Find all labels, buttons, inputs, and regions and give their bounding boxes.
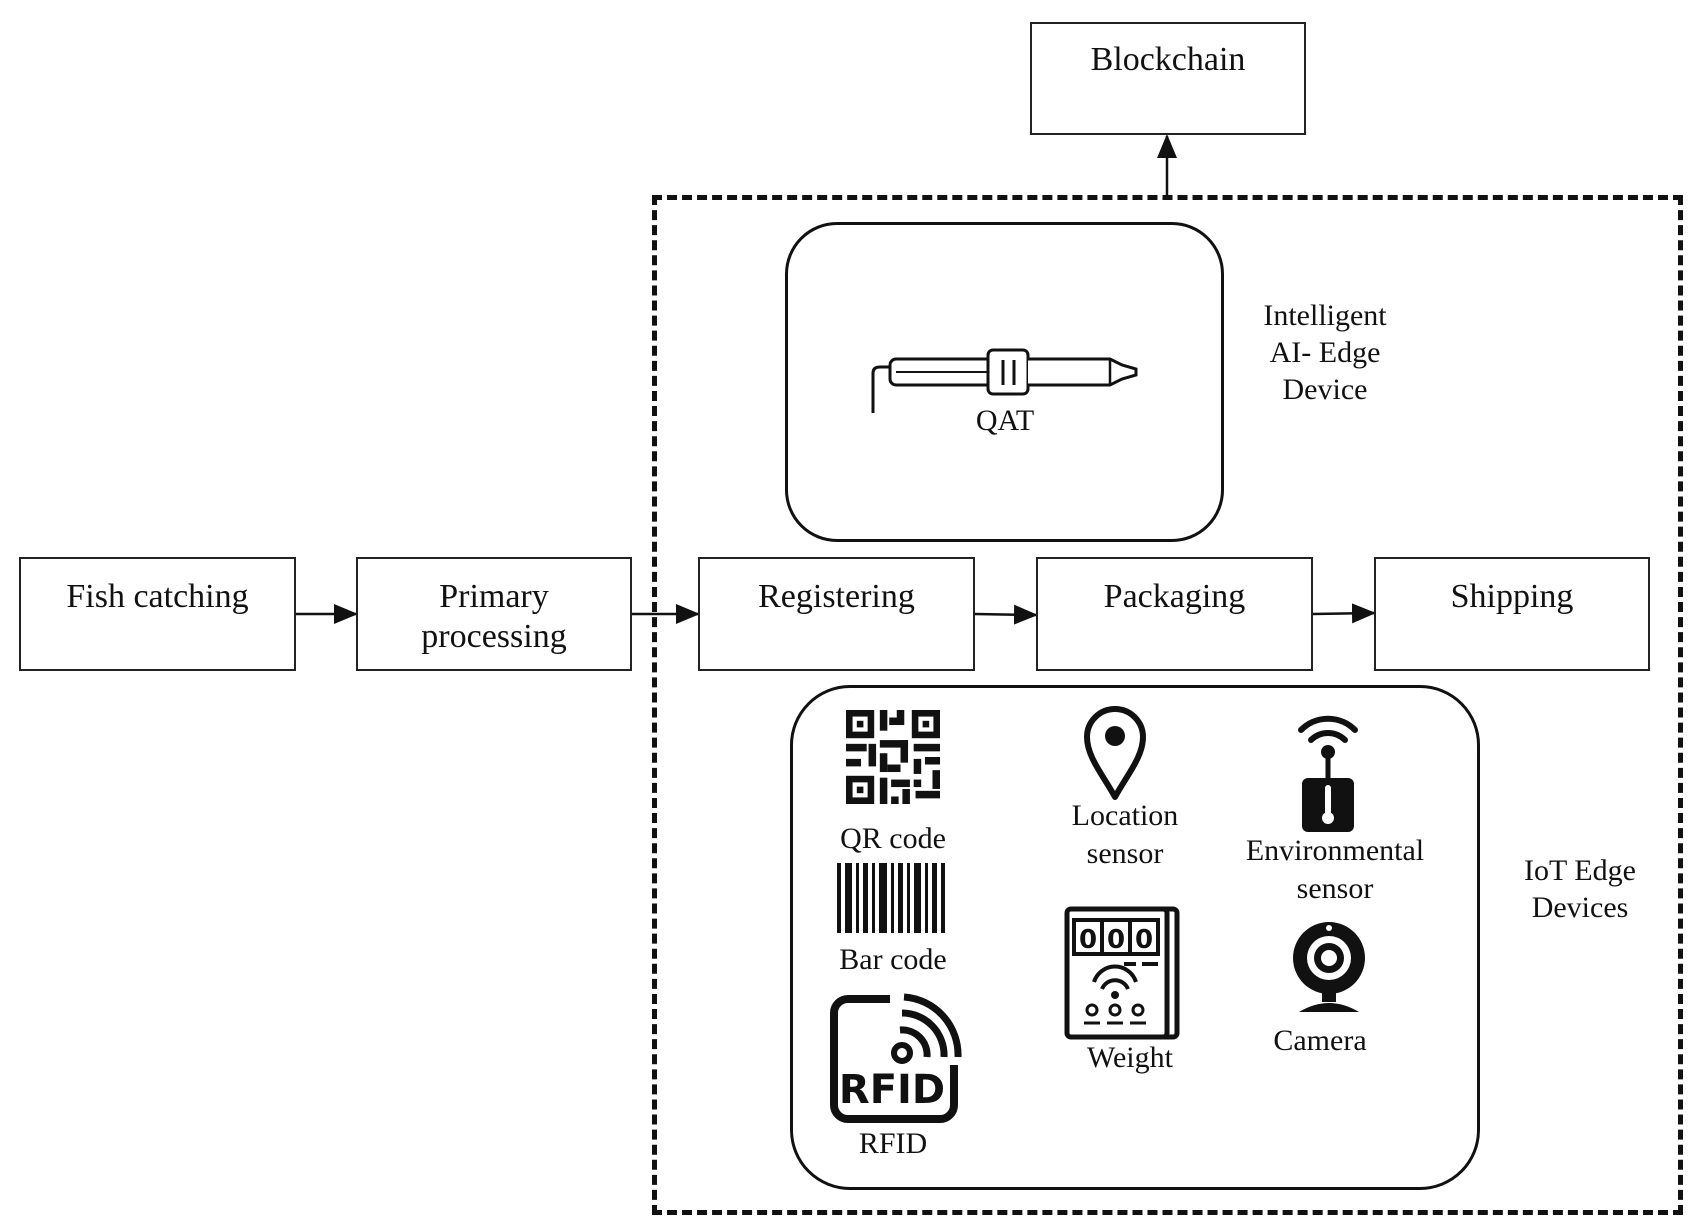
location-pin-icon	[1084, 706, 1146, 800]
svg-text:0: 0	[1079, 925, 1097, 955]
blockchain-node: Blockchain	[1030, 22, 1306, 135]
svg-text:0: 0	[1135, 925, 1153, 955]
ai-edge-group-label-line3: Device	[1282, 373, 1368, 406]
registering-label: Registering	[758, 578, 915, 615]
ai-edge-group-label-line1: Intelligent	[1263, 299, 1387, 332]
iot-edge-group-label-line2: Devices	[1531, 891, 1629, 924]
iot-edge-group-label: IoT Edge Devices	[1480, 852, 1680, 926]
environmental-sensor-label-line1: Environmental	[1245, 834, 1425, 867]
arrow-registering-to-packaging	[974, 604, 1038, 625]
blockchain-label: Blockchain	[1090, 41, 1246, 78]
environmental-sensor-label-line2: sensor	[1296, 872, 1374, 905]
shipping-label: Shipping	[1450, 578, 1574, 615]
environmental-sensor-label: Environmental sensor	[1230, 832, 1440, 908]
ai-edge-group-label: Intelligent AI- Edge Device	[1220, 297, 1430, 408]
weight-label: Weight	[1087, 1041, 1173, 1074]
primary-processing-label-line1: Primary	[439, 578, 549, 615]
qr-code-icon	[846, 710, 940, 804]
location-sensor-label-line2: sensor	[1086, 837, 1164, 870]
fish-catching-label: Fish catching	[66, 578, 249, 615]
edge-system-boundary	[652, 195, 1683, 1215]
bar-code-label: Bar code	[839, 943, 947, 976]
environmental-sensor-icon	[1298, 715, 1358, 832]
rfid-label: RFID	[858, 1127, 928, 1160]
rfid-icon: RFID	[830, 993, 962, 1123]
registering-node: Registering	[698, 557, 975, 671]
arrow-packaging-to-shipping	[1312, 603, 1376, 624]
primary-processing-node: Primary processing	[356, 557, 632, 671]
packaging-node: Packaging	[1036, 557, 1313, 671]
packaging-label: Packaging	[1103, 578, 1246, 615]
fish-catching-node: Fish catching	[19, 557, 296, 671]
location-sensor-label: Location sensor	[1030, 797, 1220, 873]
camera-label: Camera	[1273, 1024, 1367, 1057]
camera-icon	[1293, 922, 1365, 1012]
qat-label: QAT	[975, 404, 1035, 437]
probe-icon	[871, 348, 1138, 413]
primary-processing-label-line2: processing	[421, 618, 567, 655]
shipping-node: Shipping	[1374, 557, 1650, 671]
location-sensor-label-line1: Location	[1071, 799, 1179, 832]
weight-scale-icon: 0 0 0	[1064, 906, 1180, 1040]
qr-code-label: QR code	[840, 822, 946, 855]
rfid-tag-text: RFID	[839, 1067, 945, 1113]
barcode-icon	[837, 863, 945, 933]
svg-text:0: 0	[1107, 925, 1125, 955]
ai-edge-group-label-line2: AI- Edge	[1269, 336, 1381, 369]
iot-edge-group-label-line1: IoT Edge	[1524, 854, 1636, 887]
